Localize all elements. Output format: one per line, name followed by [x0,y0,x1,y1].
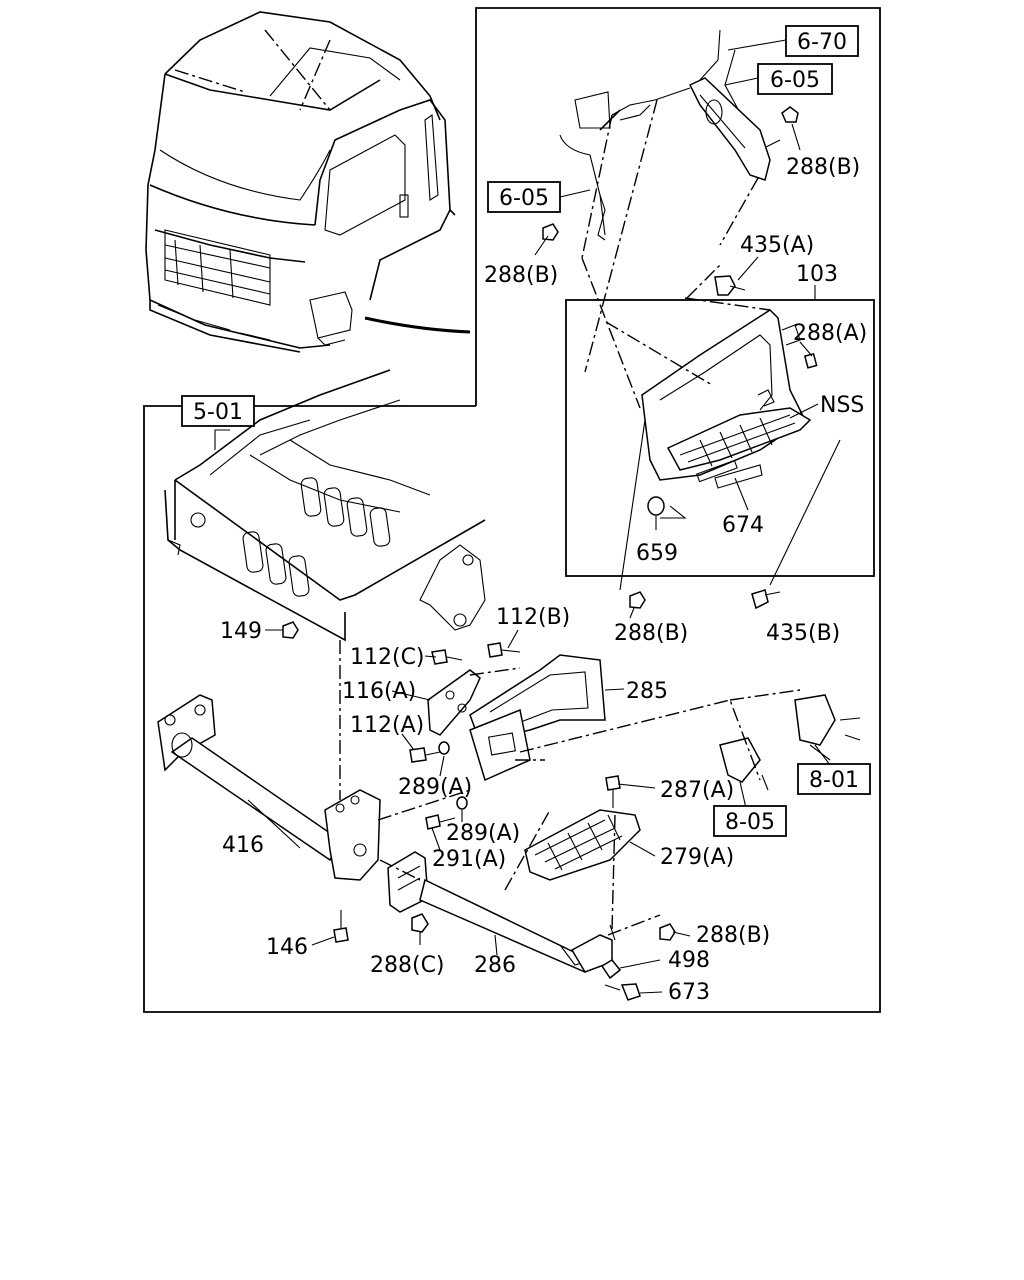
leader-lines [214,39,841,994]
part-673-label: 673 [668,980,710,1005]
truck-cab-illustration [145,11,471,353]
part-289a-label: 289(A) [446,821,520,846]
reference-boxes: 6-70 6-05 6-05 5-01 8-01 8-05 [181,25,871,837]
part-116a-label: 116(A) [342,679,416,704]
part-149-label: 149 [220,619,262,644]
part-288b-label: 288(B) [484,263,558,288]
part-288b-label: 288(B) [614,621,688,646]
part-288b-label: 288(B) [696,923,770,948]
part-288c-label: 288(C) [370,953,445,978]
ref-5-01-label: 5-01 [193,400,243,425]
part-286-label: 286 [474,953,516,978]
part-674-label: 674 [722,513,764,538]
part-112c-label: 112(C) [350,645,425,670]
part-291a-label: 291(A) [432,847,506,872]
part-285-label: 285 [626,679,668,704]
part-288b-label: 288(B) [786,155,860,180]
part-146-label: 146 [266,935,308,960]
part-435b-label: 435(B) [766,621,840,646]
part-279a-label: 279(A) [660,845,734,870]
upper-right-frame [143,7,881,1013]
nss-step-assembly [641,275,818,489]
part-112a-label: 112(A) [350,713,424,738]
part-498-label: 498 [668,948,710,973]
ref-6-05-top-label: 6-05 [770,68,820,93]
part-112b-label: 112(B) [496,605,570,630]
part-289a-label: 289(A) [398,775,472,800]
ref-8-01-label: 8-01 [809,768,859,793]
part-labels: 288(B) 288(B) 435(A) 103 288(A) NSS 674 … [220,155,867,1005]
nss-label: NSS [820,393,864,418]
ref-6-70-label: 6-70 [797,30,847,55]
part-416-label: 416 [222,833,264,858]
part-103-label: 103 [796,262,838,287]
ref-6-05-left-label: 6-05 [499,186,549,211]
ref-8-05-label: 8-05 [725,810,775,835]
part-659-label: 659 [636,541,678,566]
fasteners [282,106,831,1001]
part-435a-label: 435(A) [740,233,814,258]
step-support-assembly [157,654,861,973]
inner-step-box [565,299,875,577]
cab-bracket-assembly [559,29,781,241]
chassis-frame-section [164,369,486,642]
part-287a-label: 287(A) [660,778,734,803]
part-288a-label: 288(A) [793,321,867,346]
